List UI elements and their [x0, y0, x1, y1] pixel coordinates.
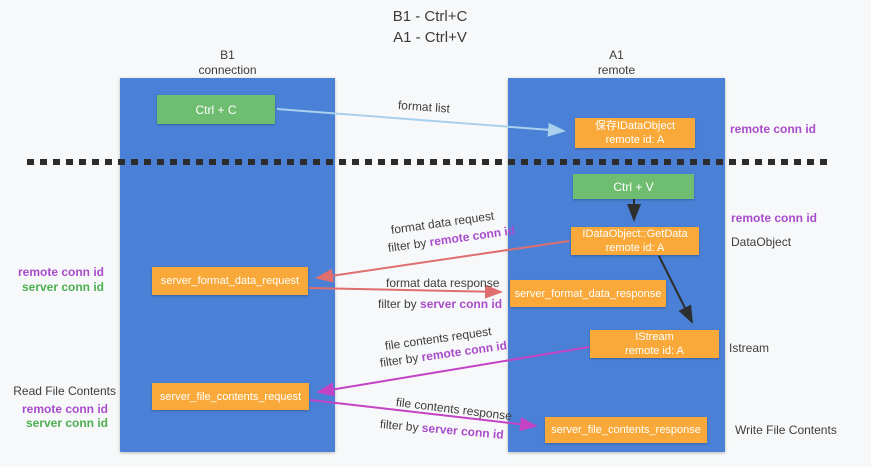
server-format-data-request-node: server_format_data_request	[152, 267, 308, 295]
edge-label-filter-server-2: filter by server conn id	[379, 417, 504, 442]
diagram-title: B1 - Ctrl+C A1 - Ctrl+V	[280, 6, 580, 48]
ctrl-v-label: Ctrl + V	[613, 179, 654, 194]
ctrl-v-node: Ctrl + V	[573, 174, 694, 199]
right-write-file-contents-label: Write File Contents	[735, 423, 837, 437]
lane-header-a1: A1 remote	[508, 48, 725, 78]
filter-by-text-2: filter by	[378, 297, 417, 311]
server-format-data-response-node: server_format_data_response	[510, 280, 666, 307]
right-remote-conn-id-top: remote conn id	[730, 122, 817, 136]
istream-line1: IStream	[635, 331, 674, 343]
server-conn-id-text-1: server conn id	[420, 297, 503, 311]
save-idataobject-line1: 保存IDataObject	[594, 120, 676, 132]
title-line-2: A1 - Ctrl+V	[393, 29, 467, 46]
phase-separator-dashed-line	[27, 159, 833, 165]
save-idataobject-line2: remote id: A	[605, 134, 665, 146]
left-server-conn-id-bottom: server conn id	[25, 416, 108, 430]
filter-by-text-4: filter by	[379, 417, 420, 435]
filter-by-text-1: filter by	[387, 235, 428, 255]
server-format-data-request-label: server_format_data_request	[160, 275, 300, 287]
lane-b1-name: B1	[220, 48, 235, 62]
right-istream-label: Istream	[729, 341, 770, 355]
lane-a1-subtitle: remote	[597, 63, 636, 77]
idataobject-getdata-line1: IDataObject::GetData	[582, 228, 688, 240]
ctrl-c-node: Ctrl + C	[157, 95, 275, 124]
server-file-contents-request-label: server_file_contents_request	[159, 390, 302, 403]
left-remote-conn-id-bottom: remote conn id	[21, 402, 108, 416]
left-server-conn-id-top: server conn id	[21, 280, 104, 294]
idataobject-getdata-line2: remote id: A	[605, 242, 665, 254]
edge-label-format-data-response: format data response	[386, 276, 500, 290]
right-dataobject-label: DataObject	[731, 235, 792, 249]
idataobject-getdata-node: IDataObject::GetData remote id: A	[571, 227, 699, 255]
lane-header-b1: B1 connection	[120, 48, 335, 78]
istream-line2: remote id: A	[625, 345, 684, 357]
istream-node: IStream remote id: A	[590, 330, 719, 358]
left-remote-conn-id-top: remote conn id	[17, 265, 104, 279]
edge-label-filter-server-1: filter by server conn id	[378, 297, 502, 311]
lane-b1-subtitle: connection	[198, 63, 257, 77]
server-file-contents-response-node: server_file_contents_response	[545, 417, 707, 443]
edge-label-format-list: format list	[397, 98, 451, 116]
server-file-contents-request-node: server_file_contents_request	[152, 383, 309, 410]
filter-by-text-3: filter by	[379, 350, 420, 370]
right-remote-conn-id-mid: remote conn id	[731, 211, 818, 225]
server-file-contents-response-label: server_file_contents_response	[551, 424, 701, 436]
server-format-data-response-label: server_format_data_response	[514, 287, 662, 300]
ctrl-c-label: Ctrl + C	[195, 102, 237, 117]
lane-a1-name: A1	[609, 48, 624, 62]
title-line-1: B1 - Ctrl+C	[392, 8, 468, 25]
server-conn-id-text-2: server conn id	[421, 420, 505, 442]
save-idataobject-node: 保存IDataObject remote id: A	[575, 118, 695, 148]
left-read-file-contents-label: Read File Contents	[13, 384, 116, 398]
